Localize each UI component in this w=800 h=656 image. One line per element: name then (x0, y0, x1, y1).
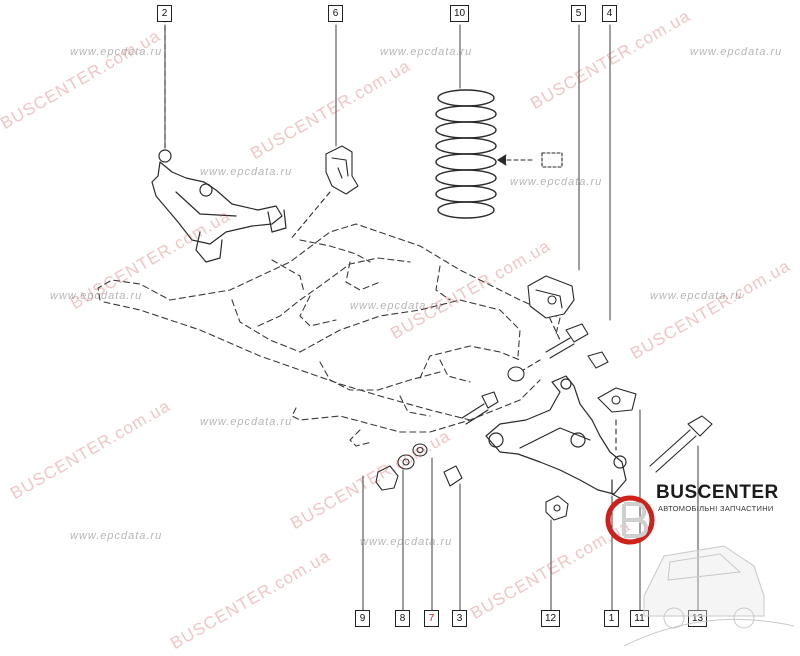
logo-subtitle: АВТОМОБІЛЬНІ ЗАПЧАСТИНИ (658, 504, 774, 513)
bushing-top (587, 351, 609, 369)
nut-12 (545, 495, 569, 521)
hardware-8 (397, 454, 415, 470)
bolt-3 (461, 391, 499, 425)
spring-leader (497, 152, 563, 168)
upper-control-arm (151, 149, 287, 263)
logo-name: BUSCENTER (656, 482, 779, 503)
bolt-13 (649, 415, 713, 473)
lower-control-arm (485, 375, 627, 499)
callout-leaders (164, 24, 699, 611)
callout-3: 3 (452, 610, 467, 627)
callout-4: 4 (602, 5, 617, 22)
callout-6: 6 (328, 5, 343, 22)
callout-5: 5 (571, 5, 586, 22)
callout-8: 8 (395, 610, 410, 627)
bracket-6 (325, 145, 359, 195)
hardware-9 (375, 465, 399, 491)
callout-7: 7 (424, 610, 439, 627)
washer-11 (597, 387, 637, 413)
callout-2: 2 (157, 5, 172, 22)
mount-5 (527, 275, 575, 319)
callout-12: 12 (541, 610, 560, 627)
leader-dashes (164, 19, 617, 451)
subframe-dashed (97, 223, 561, 447)
coil-spring (435, 89, 497, 219)
hardware-7 (412, 443, 428, 457)
bolt-4 (545, 323, 589, 359)
callout-9: 9 (355, 610, 370, 627)
hardware-3-sleeve (443, 465, 463, 487)
buscenter-logo (605, 495, 795, 647)
bushing-mid (507, 366, 525, 382)
callout-1: 1 (604, 610, 619, 627)
callout-10: 10 (450, 5, 469, 22)
